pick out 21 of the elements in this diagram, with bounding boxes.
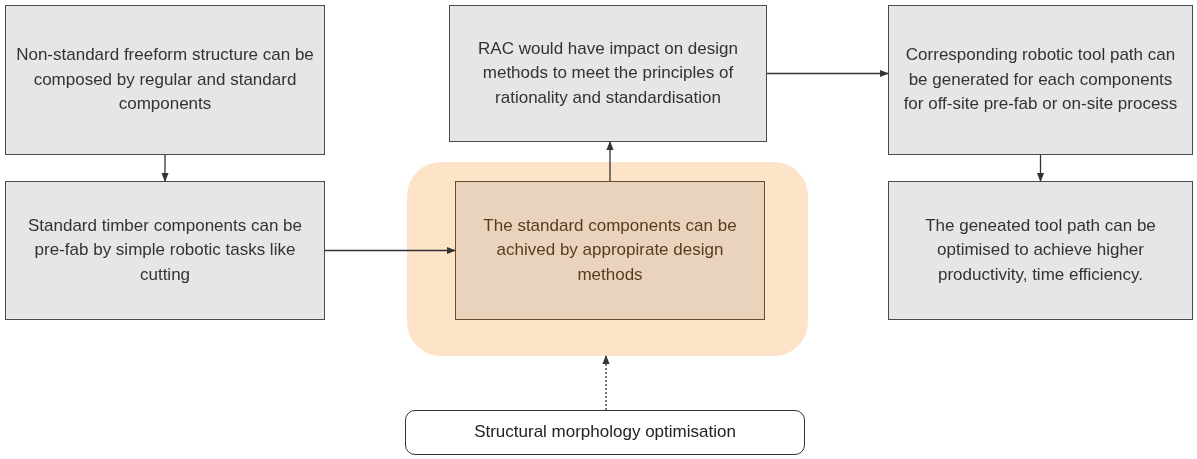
arrow (766, 69, 889, 78)
box-text: Structural morphology optimisation (473, 421, 737, 444)
arrow (161, 154, 169, 182)
highlighted-process-box (455, 181, 765, 320)
process-box (5, 181, 325, 320)
box-text: Non-standard freeform structure can be composed by regular and standard components (15, 44, 315, 116)
arrow (602, 355, 610, 411)
arrow (324, 246, 456, 255)
highlight-panel (407, 162, 808, 356)
input-box (405, 410, 805, 455)
arrow (1036, 154, 1045, 182)
box-text: Corresponding robotic tool path can be generated for each components for off-site pre-fab or on-site process (902, 44, 1179, 116)
box-text: RAC would have impact on design methods to meet the principles of rationality and standardisation (477, 37, 739, 109)
process-box (449, 5, 767, 142)
process-box (888, 5, 1193, 155)
box-text: The geneated tool path can be optimised to achieve higher productivity, time efficiency. (924, 214, 1157, 286)
arrow (606, 141, 614, 182)
box-text: Standard timber components can be pre-fab by simple robotic tasks like cutting (26, 214, 304, 286)
box-text: The standard components can be achived by appropirate design methods (482, 214, 738, 286)
process-box (888, 181, 1193, 320)
process-box (5, 5, 325, 155)
